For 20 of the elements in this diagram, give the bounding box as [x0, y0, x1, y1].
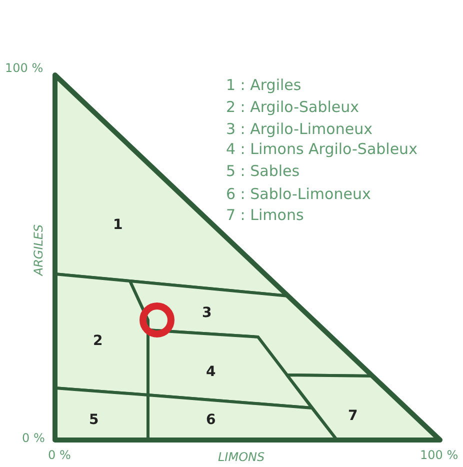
legend-entry: 2 : Argilo-Sableux	[226, 100, 360, 115]
region-number: 6	[206, 413, 216, 427]
axis-title: LIMONS	[218, 451, 265, 463]
legend-entry: 7 : Limons	[226, 208, 304, 223]
legend-entry: 5 : Sables	[226, 164, 300, 179]
region-number: 5	[89, 413, 99, 427]
region-number: 2	[93, 334, 103, 348]
region-number: 7	[348, 409, 358, 423]
axis-value: 0 %	[48, 449, 71, 461]
region-number: 1	[113, 218, 123, 232]
axis-title: ARGILES	[32, 224, 44, 276]
region-number: 3	[202, 306, 212, 320]
legend-entry: 6 : Sablo-Limoneux	[226, 187, 371, 202]
legend-entry: 4 : Limons Argilo-Sableux	[226, 142, 418, 157]
axis-value: 100 %	[5, 62, 44, 74]
legend-entry: 3 : Argilo-Limoneux	[226, 122, 372, 137]
axis-value: 100 %	[420, 449, 458, 461]
legend-entry: 1 : Argiles	[226, 78, 302, 93]
axis-value: 0 %	[22, 432, 45, 444]
region-number: 4	[206, 365, 216, 379]
